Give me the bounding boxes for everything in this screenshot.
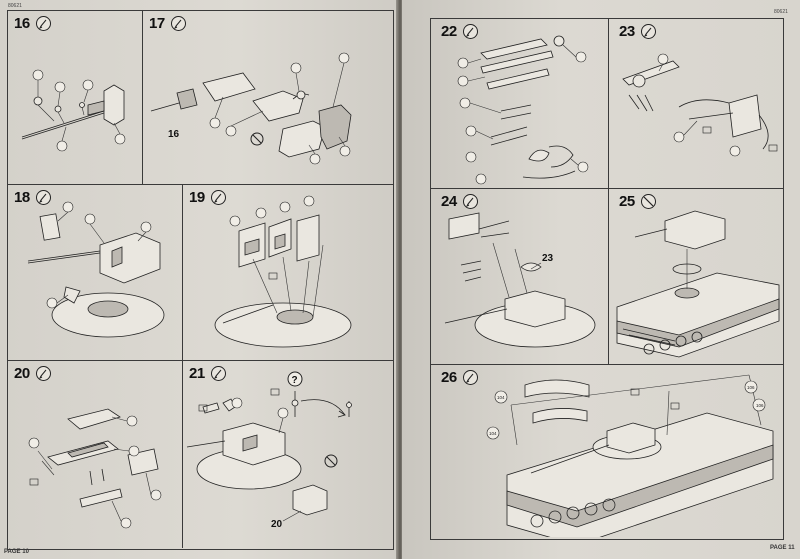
step-16-panel: 16	[8, 11, 142, 183]
paint-brush-icon	[641, 24, 656, 39]
paint-brush-icon	[211, 366, 226, 381]
step-21-panel: ? 20 21	[183, 361, 391, 547]
step-23-drawing	[622, 53, 778, 157]
step-21-ref: 20	[271, 519, 283, 530]
step-20-drawing	[28, 408, 162, 529]
step-number: 24	[441, 193, 457, 210]
step-19-panel: 19	[183, 185, 391, 360]
step-24-panel: 23 24	[431, 189, 608, 364]
left-page: 80621 PAGE 10 16	[0, 0, 398, 559]
question-icon: ?	[287, 371, 303, 387]
step-24-ref: 23	[542, 253, 554, 264]
no-glue-icon	[250, 132, 264, 146]
step-26-drawing: 104 104 106 106	[486, 374, 774, 537]
step-number: 20	[14, 365, 30, 382]
book-spine	[396, 0, 404, 559]
steps-frame	[430, 18, 784, 540]
no-glue-icon	[641, 194, 656, 209]
steps-frame	[7, 10, 394, 550]
step-18-panel: 18	[8, 185, 182, 360]
step-number: 19	[189, 189, 205, 206]
no-glue-icon	[324, 454, 338, 468]
step-26-panel: 104 104 106 106 26	[431, 365, 782, 537]
step-23-panel: 23	[609, 19, 782, 188]
paint-brush-icon	[463, 24, 478, 39]
paint-brush-icon	[463, 194, 478, 209]
step-number: 25	[619, 193, 635, 210]
step-21-drawing: ? 20	[186, 371, 352, 530]
paint-brush-icon	[36, 366, 51, 381]
step-25-drawing	[616, 210, 780, 358]
svg-text:?: ?	[292, 375, 298, 386]
right-page: 80621 PAGE 11	[402, 0, 800, 559]
step-19-drawing	[214, 195, 352, 348]
step-18-drawing	[27, 201, 165, 338]
step-25-panel: 25	[609, 189, 782, 364]
step-number: 18	[14, 189, 30, 206]
step-number: 21	[189, 365, 205, 382]
step-number: 16	[14, 15, 30, 32]
step-number: 26	[441, 369, 457, 386]
page-number: PAGE 10	[4, 549, 29, 555]
step-17-ref: 16	[168, 129, 180, 140]
svg-text:104: 104	[489, 431, 497, 436]
paint-brush-icon	[463, 370, 478, 385]
paint-brush-icon	[171, 16, 186, 31]
svg-text:106: 106	[747, 385, 755, 390]
svg-text:106: 106	[756, 403, 764, 408]
step-17-drawing: 16	[150, 52, 352, 165]
track-wheels	[643, 331, 703, 355]
step-number: 17	[149, 15, 165, 32]
step-number: 22	[441, 23, 457, 40]
step-24-drawing: 23	[444, 212, 596, 348]
step-number: 23	[619, 23, 635, 40]
paint-brush-icon	[36, 190, 51, 205]
step-20-panel: 20	[8, 361, 182, 547]
step-17-panel: 16 17	[143, 11, 391, 183]
page-number: PAGE 11	[770, 545, 795, 551]
step-22-panel: 22	[431, 19, 608, 188]
svg-text:104: 104	[497, 395, 505, 400]
paint-brush-icon	[211, 190, 226, 205]
step-16-drawing	[21, 69, 126, 152]
header-code: 80621	[8, 3, 22, 9]
header-code: 80621	[774, 9, 788, 15]
paint-brush-icon	[36, 16, 51, 31]
step-22-drawing	[457, 35, 589, 185]
track-wheels	[530, 498, 616, 528]
